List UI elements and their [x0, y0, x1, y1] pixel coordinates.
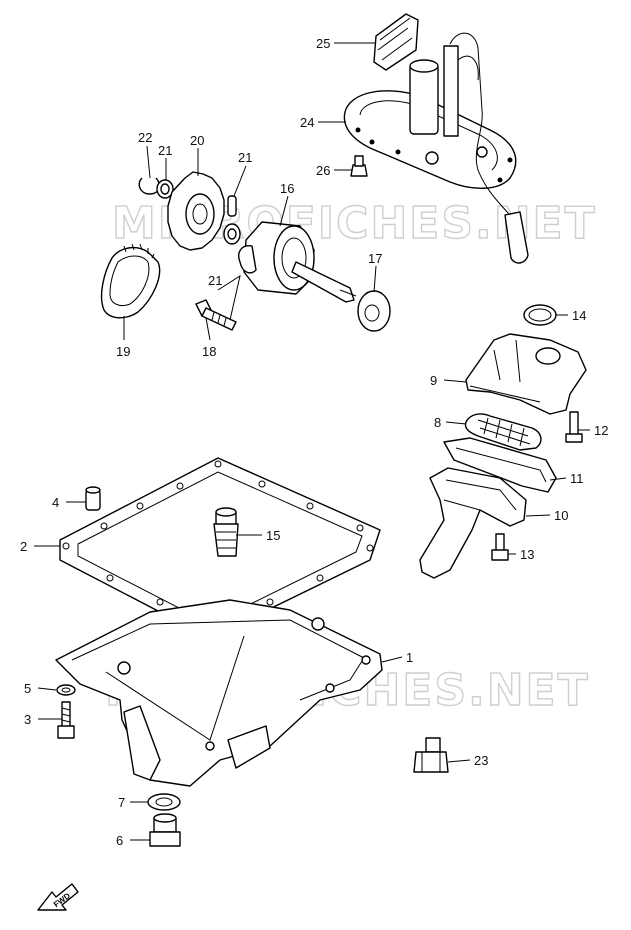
part-19-gear — [100, 243, 161, 319]
part-10-strainer — [419, 467, 527, 579]
callout-12: 12 — [594, 423, 608, 438]
callout-16: 16 — [280, 181, 294, 196]
part-3-bolt — [57, 701, 75, 739]
gasket-bolt-holes — [62, 460, 374, 634]
callout-20: 20 — [190, 133, 204, 148]
callout-19: 19 — [116, 344, 130, 359]
part-14-o-ring — [523, 304, 557, 326]
callout-5: 5 — [24, 681, 31, 696]
part-25-fuel-pump — [343, 32, 529, 264]
callout-labels: 25 24 26 22 21 20 21 16 17 21 19 18 14 9… — [20, 36, 608, 848]
part-22-pin — [227, 195, 237, 217]
callout-18: 18 — [202, 344, 216, 359]
callout-3: 3 — [24, 712, 31, 727]
callout-4: 4 — [52, 495, 59, 510]
part-23-circlip — [138, 177, 161, 195]
callout-23: 22 — [138, 130, 152, 145]
callout-21-top: 21 — [158, 143, 172, 158]
part-11-gasket — [443, 437, 557, 493]
callout-22: 21 — [238, 150, 252, 165]
part-20-sprocket — [167, 171, 225, 251]
part-21-washer-lower — [223, 223, 241, 245]
callout-15: 15 — [266, 528, 280, 543]
callout-21-lower: 21 — [208, 273, 222, 288]
callout-7: 7 — [118, 795, 125, 810]
part-17-gasket — [357, 290, 391, 332]
part-12-bolt — [565, 411, 583, 443]
callout-9: 9 — [430, 373, 437, 388]
part-13-bolt — [491, 533, 509, 561]
part-4-dowel — [85, 486, 101, 511]
callout-11: 11 — [570, 471, 584, 486]
part-16-oil-pump — [238, 221, 357, 303]
callout-6: 6 — [116, 833, 123, 848]
part-8-screen — [464, 413, 542, 451]
part-6-drain-plug — [149, 813, 181, 847]
part-1-oil-pan — [55, 599, 383, 787]
callout-2: 2 — [20, 539, 27, 554]
callout-24: 23 — [474, 753, 488, 768]
part-7-drain-gasket — [147, 793, 181, 811]
part-21-washer-top — [156, 179, 174, 199]
callout-25: 24 — [300, 115, 314, 130]
part-9-strainer-housing — [465, 333, 587, 415]
callout-1: 1 — [406, 650, 413, 665]
callout-17: 17 — [368, 251, 382, 266]
part-18-bolt — [195, 299, 237, 331]
callout-8: 8 — [434, 415, 441, 430]
part-27-bolt — [350, 155, 368, 177]
callout-27: 26 — [316, 163, 330, 178]
leader-lines — [34, 42, 590, 841]
callout-13: 13 — [520, 547, 534, 562]
part-24-plug — [413, 737, 449, 773]
part-5-washer — [56, 684, 76, 696]
callout-10: 10 — [554, 508, 568, 523]
fwd-arrow-icon: FWD — [37, 883, 79, 911]
part-26-connector — [373, 13, 419, 71]
callout-26: 25 — [316, 36, 330, 51]
callout-14: 14 — [572, 308, 586, 323]
part-15-sensor — [213, 507, 239, 557]
